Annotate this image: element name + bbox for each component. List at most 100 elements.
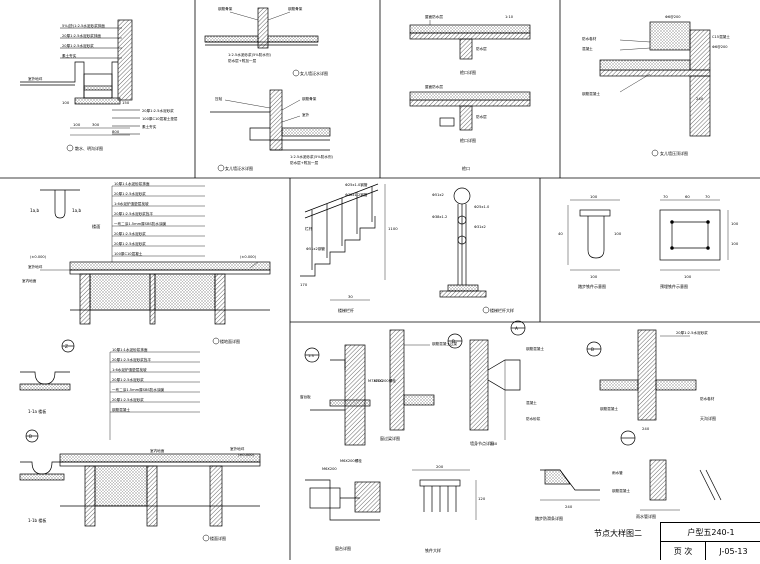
roof-edge-label-6: 钢筋混凝土 — [582, 91, 600, 96]
roof-edge-index — [651, 149, 659, 157]
stair-base-side-note: 楼面 — [92, 223, 100, 230]
wall-a-label-4: 混凝土 — [526, 400, 537, 405]
floor-z-label: Z — [65, 344, 68, 349]
floor-b-caption: 楼面详图 — [210, 535, 226, 541]
floor-z-layer-5: 一布二涂1.5mm厚SBS防水涂膜 — [112, 387, 164, 392]
parapet-side-label-1: 压毡 — [215, 96, 223, 101]
drain-dim-5: 150 — [122, 100, 130, 105]
baluster-caption: 楼梯栏杆大样 — [490, 307, 514, 313]
wall-a-caption: 墙身节点详图 — [470, 440, 494, 446]
parapet-label-2: 钢筋骨架 — [288, 6, 303, 11]
eave-b-caption: 檐口详图 — [460, 137, 476, 143]
handrail-dim-3: 40 — [558, 231, 563, 236]
steel-bracket-detail — [412, 469, 477, 520]
parapet-side-note-2: 防水层+附加一层 — [290, 160, 319, 165]
floor-b-label: B — [29, 434, 32, 439]
roof-edge-dim: 240 — [696, 96, 704, 101]
stair-base-symbols — [40, 189, 80, 219]
eave-detail-a — [409, 20, 531, 60]
handrail-plan-detail — [567, 199, 620, 271]
roof-edge-label-5: 混凝土 — [582, 46, 593, 51]
drain-left-note: 室外地坪 — [28, 76, 43, 81]
parapet-side-label-3: 室外 — [302, 112, 310, 117]
stair-base-layer-4: 20厚1:2.5水泥砂浆找平 — [114, 211, 153, 216]
steel-bracket-dim-2: 120 — [478, 496, 486, 501]
parapet-label-1: 钢筋骨架 — [218, 6, 233, 11]
embed-dim-1: 70 — [663, 194, 668, 199]
drain-layer-3: 20厚1:2.5水泥砂浆 — [62, 43, 94, 48]
window-sill-label-3: 窗台板 — [300, 394, 311, 399]
rainwater-label-2: 钢筋混凝土 — [612, 488, 630, 493]
floor-b-note-3: (±0.000) — [238, 453, 255, 457]
drain-ditch-text: 5%(掺)1:2.5水泥砂浆抹面 20厚1:2.5水泥砂浆抹面 20厚1:2.5… — [28, 23, 178, 152]
floor-z-layer-6: 20厚1:2.5水泥砂浆 — [112, 397, 144, 402]
stair-edge-caption: 踏步防滑条详图 — [535, 515, 563, 521]
window-sill-label-4: M6X200 — [322, 467, 337, 471]
parapet-side-index — [217, 164, 225, 172]
railing-dim-1: 1100 — [388, 226, 398, 231]
parapet-side-label-2: 钢筋骨架 — [302, 96, 317, 101]
wall-a-label-3: 钢筋混凝土 — [526, 346, 544, 351]
eave-a-label-1: 屋面防水层 — [425, 14, 443, 19]
roof-gutter-dim: 240 — [642, 426, 650, 431]
floor-upper-note-1: 室外地坪 — [28, 264, 43, 269]
stair-edge-detail — [540, 469, 600, 501]
roof-gutter-label-1: 20厚1:2.5水泥砂浆 — [676, 330, 708, 335]
eave-b-label-1: 屋面防水层 — [425, 84, 443, 89]
floor-z-small-caption: 1-1a 楼板 — [28, 408, 46, 414]
rainwater-caption: 雨水管详图 — [636, 513, 656, 519]
parapet-top-caption: 女儿墙泛水详图 — [300, 70, 328, 76]
stair-base-layers: 10厚1:1水泥砂浆抹面 20厚1:2.5水泥砂浆 1:6水泥炉渣垫层找坡 20… — [92, 181, 205, 262]
drain-bottom-layer-3: 素土夯实 — [142, 124, 157, 129]
roof-gutter-label-3: 防水卷材 — [700, 396, 715, 401]
roof-gutter-caption: 天沟详图 — [700, 415, 716, 421]
stair-base-label-right: 1a,b — [72, 208, 82, 213]
embed-dim-5: 100 — [731, 221, 739, 226]
baluster-label-2: Φ38x1.2 — [432, 215, 447, 219]
roof-edge-caption: 女儿墙压顶详图 — [660, 150, 688, 156]
floor-z-layer-7: 钢筋混凝土 — [112, 407, 130, 412]
floor-b-note-1: 室内地面 — [150, 448, 165, 453]
stair-base-layer-6: 20厚1:2.5水泥砂浆 — [114, 231, 146, 236]
railing-label-1: Φ25x1.0钢管 — [345, 182, 368, 187]
parapet-top-index — [292, 69, 300, 77]
eave-b-label-2: 防水层 — [476, 114, 487, 119]
window-sill-index: 1:3 — [308, 354, 314, 358]
embed-dim-3: 70 — [705, 194, 710, 199]
floor-detail-z — [19, 339, 200, 440]
handrail-plan-caption: 踏步铁件示意图 — [578, 283, 606, 289]
railing-detail — [300, 183, 386, 301]
wall-section-a — [447, 320, 526, 440]
wall-a-dim: 240 — [490, 441, 498, 446]
baluster-label-3: Φ25x1.0 — [474, 205, 490, 209]
window-head-label-1: 钢筋混凝土过梁 — [432, 341, 458, 346]
floor-b-index — [202, 534, 210, 542]
handrail-dim-2: 100 — [590, 274, 598, 279]
railing-label-4: Φ51x2钢管 — [306, 246, 325, 251]
roof-edge-label-1: Φ6@200 — [665, 15, 681, 19]
window-head-label-3: M6X200螺栓 — [340, 458, 362, 463]
floor-upper-caption: 楼地面详图 — [220, 338, 240, 344]
drain-layer-2: 20厚1:2.5水泥砂浆抹面 — [62, 33, 101, 38]
drain-dim-2: 300 — [92, 122, 100, 127]
wall-a-label-5: 防水砂浆 — [526, 416, 541, 421]
floor-z-layer-2: 20厚1:2.5水泥砂浆找平 — [112, 357, 151, 362]
floor-upper-index — [212, 337, 220, 345]
stair-base-layer-2: 20厚1:2.5水泥砂浆 — [114, 191, 146, 196]
embed-plate-detail — [659, 199, 729, 271]
railing-dim-3: 30 — [348, 294, 353, 299]
floor-b-small-caption: 1-1b 楼板 — [28, 517, 46, 523]
roof-gutter-index: B — [591, 347, 594, 352]
baluster-label-1: Φ51x2 — [432, 193, 444, 197]
steel-bracket-caption: 铁件大样 — [425, 547, 441, 553]
title-block: 户型五240-1 页 次 J-05-13 — [660, 522, 760, 560]
eave-detail-b — [409, 91, 531, 131]
stair-edge-dim: 240 — [565, 504, 573, 509]
stair-base-layer-7: 20厚1:2.5水泥砂浆 — [114, 241, 146, 246]
floor-upper-level-label: (±0.000) — [30, 255, 47, 259]
parapet-side-note: 1:2.5水泥砂浆(5%防水剂) — [290, 154, 333, 159]
window-sill-label-2: M7X200 — [368, 379, 383, 383]
steel-bracket-dim-1: 200 — [436, 464, 444, 469]
